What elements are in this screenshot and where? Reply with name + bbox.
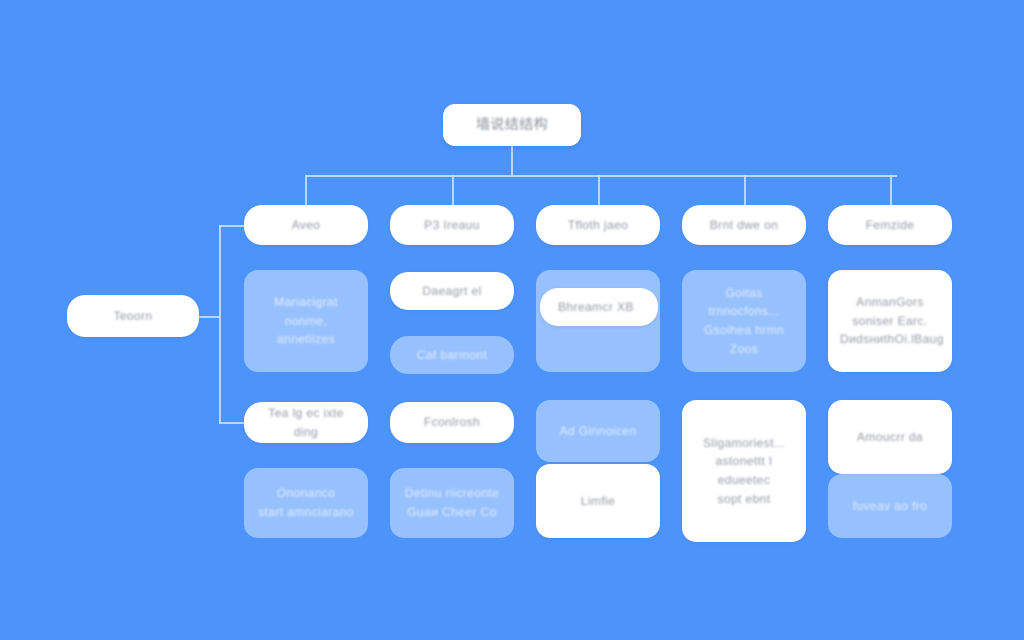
card-c1-r3[interactable]: Ononanco start amnciarano xyxy=(244,468,368,538)
column-header-2-label: P3 Ireauu xyxy=(424,217,480,232)
column-header-3[interactable]: Tfloth jaeo xyxy=(536,205,660,245)
connector-drop-col3 xyxy=(598,175,600,206)
card-c3-r3[interactable]: Limfie xyxy=(536,464,660,538)
card-c4-r1-label: Goitas trnnocfons... Gsoihea hrmn Zoos xyxy=(703,285,785,356)
card-c1-r1[interactable]: Mariacigrat nonme, annetiizes xyxy=(244,270,368,372)
card-c1-r2-label: Tea lg ec ixte ding xyxy=(268,405,344,439)
card-c3-r1-label: Bhreamcr XB xyxy=(558,299,634,314)
connector-drop-col1 xyxy=(305,175,307,206)
connector-drop-col5 xyxy=(890,175,892,206)
card-c5-r1[interactable]: AnmanGors soniser Earc. DиdsниthOi.lBaug xyxy=(828,270,952,372)
connector-header-bus xyxy=(305,175,897,177)
column-header-5[interactable]: Femzide xyxy=(828,205,952,245)
card-c5-r2[interactable]: Amoucrr da xyxy=(828,400,952,474)
column-header-2[interactable]: P3 Ireauu xyxy=(390,205,514,245)
connector-side-bus xyxy=(219,225,221,423)
connector-root-stem xyxy=(511,146,513,176)
card-c2-r4[interactable]: Detinu riicreonte Guaи Cheer Co xyxy=(390,468,514,538)
connector-drop-col4 xyxy=(744,175,746,206)
connector-side-stem xyxy=(198,316,220,318)
card-c4-r2[interactable]: Sligamoriest... astonettt I edueeteс sop… xyxy=(682,400,806,542)
card-c2-r1[interactable]: Daeagrt el xyxy=(390,272,514,310)
card-c1-r3-label: Ononanco start amnciarano xyxy=(258,486,354,519)
card-c3-r1[interactable]: Bhreamcr XB xyxy=(540,288,658,326)
connector-side-branch-bottom xyxy=(219,422,245,424)
card-c2-r4-label: Detinu riicreonte Guaи Cheer Co xyxy=(404,486,500,519)
column-header-1[interactable]: Aveo xyxy=(244,205,368,245)
card-c2-r2[interactable]: Caf barmont xyxy=(390,336,514,374)
column-header-5-label: Femzide xyxy=(865,217,915,232)
connector-side-branch-top xyxy=(219,225,245,227)
card-c2-r2-label: Caf barmont xyxy=(416,347,488,362)
card-c5-r2-label: Amoucrr da xyxy=(856,429,924,444)
column-header-1-label: Aveo xyxy=(291,217,321,232)
card-c2-r3-label: Fconlrosh xyxy=(423,415,481,430)
card-c4-r1[interactable]: Goitas trnnocfons... Gsoihea hrmn Zoos xyxy=(682,270,806,372)
root-title-label: 墙说结结构 xyxy=(476,116,548,133)
column-header-3-label: Tfloth jaeo xyxy=(567,217,629,232)
column-header-4[interactable]: Brnt dwe on xyxy=(682,205,806,245)
column-header-4-label: Brnt dwe on xyxy=(709,217,779,232)
card-c2-r3[interactable]: Fconlrosh xyxy=(390,402,514,443)
card-c2-r1-label: Daeagrt el xyxy=(422,283,482,298)
card-c3-r2-label: Ad Ginnoicen xyxy=(559,423,637,438)
card-c1-r2[interactable]: Tea lg ec ixte ding xyxy=(244,402,368,443)
root-title-node[interactable]: 墙说结结构 xyxy=(443,104,581,146)
card-c5-r3[interactable]: fuveav ao fro xyxy=(828,474,952,538)
card-c3-r2[interactable]: Ad Ginnoicen xyxy=(536,400,660,462)
card-c5-r1-label: AnmanGors soniser Earc. DиdsниthOi.lBaug xyxy=(840,295,944,347)
card-c4-r2-label: Sligamoriest... astonettt I edueeteс sop… xyxy=(702,435,786,506)
card-c5-r3-label: fuveav ao fro xyxy=(852,498,928,513)
side-node-label: Teoorn xyxy=(113,308,153,323)
card-c1-r1-label: Mariacigrat nonme, annetiizes xyxy=(274,295,338,347)
card-c3-r3-label: Limfie xyxy=(580,493,616,508)
connector-drop-col2 xyxy=(452,175,454,206)
side-node-team[interactable]: Teoorn xyxy=(67,295,199,337)
